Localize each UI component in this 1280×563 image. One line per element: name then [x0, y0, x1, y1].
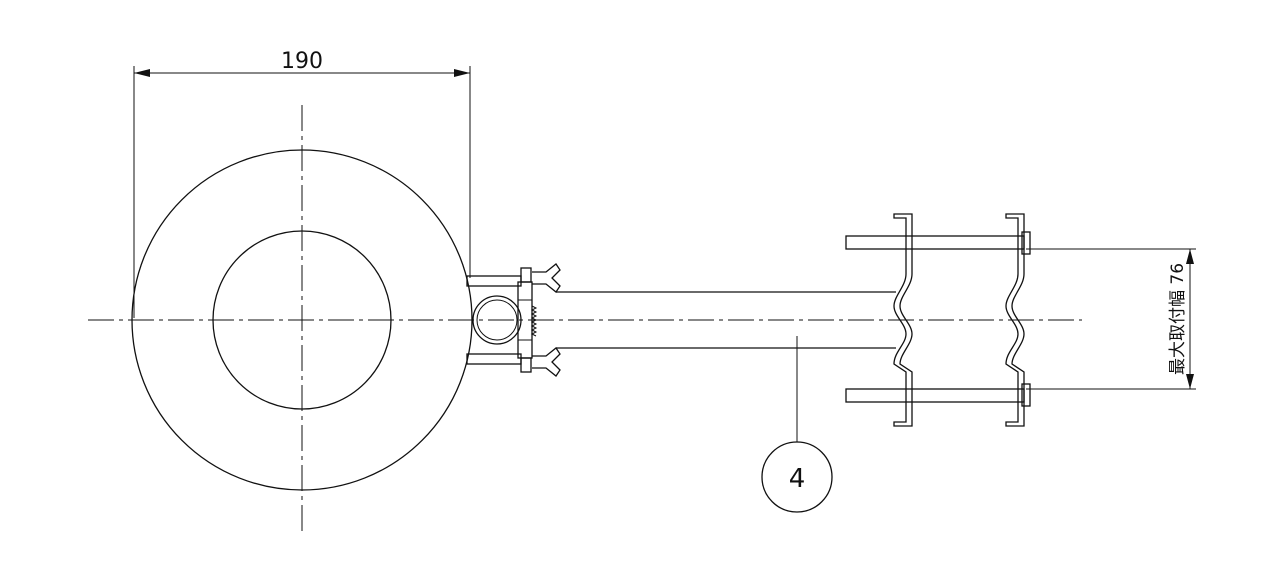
dish-body	[131, 149, 473, 491]
mount-width-dimension: 最大取付幅 76	[1026, 248, 1196, 390]
outer-circle	[131, 149, 473, 491]
mast-clamp	[845, 213, 1031, 427]
arm-rod	[556, 291, 896, 349]
center-lines	[88, 105, 1082, 533]
width-dimension-label: 190	[281, 49, 323, 74]
arm-clamp	[466, 263, 561, 377]
part-balloon: 4	[761, 336, 833, 513]
balloon-number: 4	[789, 464, 806, 494]
inner-circle	[212, 230, 392, 410]
balloon-circle	[761, 441, 833, 513]
mount-width-label: 最大取付幅 76	[1168, 263, 1188, 375]
width-dimension: 190	[133, 49, 471, 318]
